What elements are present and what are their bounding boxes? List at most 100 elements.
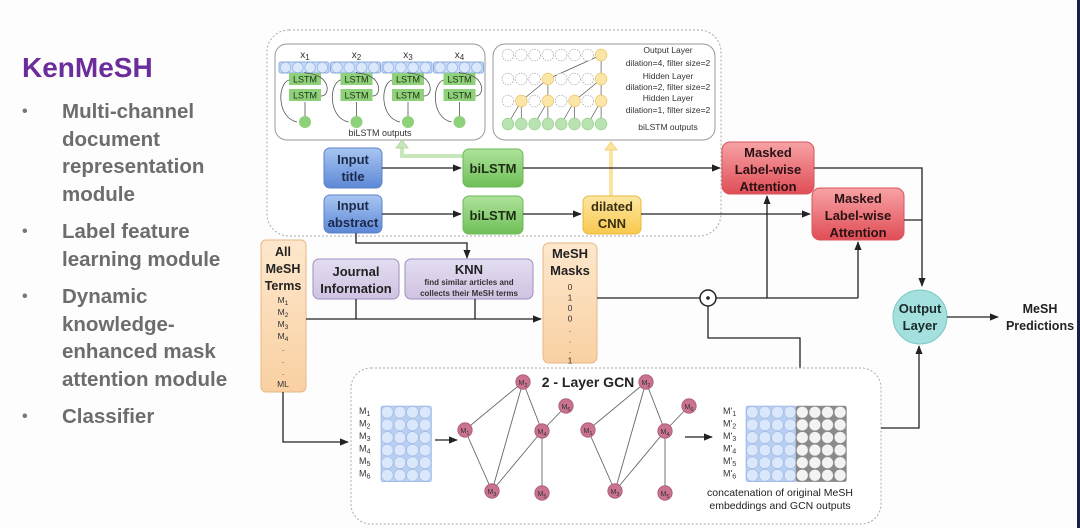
lstm-backward-link — [304, 72, 328, 97]
bilstm-label: biLSTM — [470, 208, 517, 223]
lstm-label: LSTM — [447, 91, 471, 101]
window-edge — [1077, 0, 1080, 528]
cnn-node — [541, 72, 555, 86]
knn-desc: collects their MeSH terms — [420, 289, 518, 298]
bilstm-output-node — [299, 116, 311, 128]
cnn-node — [501, 72, 515, 86]
graph-node — [534, 485, 550, 501]
gcn-caption: concatenation of original MeSH — [707, 487, 853, 499]
bilstm-label: biLSTM — [470, 161, 517, 176]
cnn-layer-params: dilation=4, filter size=2 — [626, 58, 711, 68]
mesh-term-item: M2 — [278, 307, 289, 319]
cnn-node — [594, 72, 608, 86]
vector-cell — [316, 61, 329, 74]
graph-edge — [614, 381, 647, 492]
grid-cell — [381, 443, 394, 457]
vector-cell — [343, 61, 355, 74]
mask-value: 1 — [568, 356, 573, 366]
lstm-cell — [289, 89, 321, 101]
grid-cell — [808, 406, 822, 419]
elementwise-product-op — [699, 289, 717, 307]
mesh-term-item: ML — [277, 379, 289, 389]
grid-cell — [783, 406, 797, 419]
graph-node-label: M1 — [461, 428, 470, 437]
cnn-node — [528, 48, 541, 62]
graph-edge — [614, 430, 666, 492]
bilstm-input-label: x4 — [455, 50, 465, 62]
graph-node — [558, 398, 574, 414]
lstm-cell — [392, 89, 424, 101]
lstm-cell — [392, 73, 424, 85]
input-title-label: title — [341, 169, 364, 184]
graph-edge — [491, 430, 543, 492]
grid-cell — [406, 406, 419, 419]
bullet-line: Label feature — [62, 220, 190, 243]
graph-node — [657, 485, 673, 501]
gcn-output-row-label: M'1 — [723, 406, 736, 418]
gcn-input-row-label: M1 — [359, 406, 371, 418]
grid-cell — [796, 418, 809, 432]
graph-edge — [522, 381, 543, 432]
lstm-label: LSTM — [293, 75, 317, 85]
cnn-node — [594, 48, 608, 62]
gcn-caption: embeddings and GCN outputs — [709, 500, 850, 512]
grid-cell — [771, 431, 784, 444]
graph-node-label: M5 — [538, 491, 547, 500]
grid-cell — [783, 456, 797, 469]
vector-cell — [407, 61, 419, 74]
bullet-line: attention module — [62, 367, 228, 391]
bullet-line: Classifier — [62, 405, 155, 428]
cnn-layer-params: dilation=2, filter size=2 — [626, 82, 711, 92]
gcn-input-row-label: M4 — [359, 444, 371, 456]
bilstm-abstract-box: biLSTM — [462, 195, 524, 235]
cnn-node — [541, 48, 555, 62]
bilstm-caption: biLSTM outputs — [348, 128, 412, 138]
arrow-gcn-to-output — [881, 345, 923, 429]
bullet-line: representation — [62, 155, 205, 178]
mesh-term-item: . — [282, 355, 284, 365]
vector-cell — [471, 61, 483, 74]
vector-cell — [434, 61, 446, 74]
knn-label: KNN — [455, 262, 483, 277]
gcn-output-row-label: M'6 — [723, 469, 736, 481]
grid-cell — [393, 456, 407, 469]
input-title-label: Input — [337, 152, 369, 167]
bullet-item: • Classifier — [22, 403, 262, 431]
cnn-node — [568, 117, 581, 131]
arrow-attention-1-to-output — [814, 167, 926, 287]
grid-cell — [833, 443, 847, 457]
output-layer-label: Output — [899, 301, 942, 316]
grid-cell — [796, 456, 809, 469]
attention-label: Attention — [829, 225, 886, 240]
grid-cell — [758, 431, 772, 444]
graph-edge — [491, 381, 524, 492]
grid-cell — [833, 469, 847, 482]
grid-cell — [808, 456, 822, 469]
lstm-label: LSTM — [344, 75, 368, 85]
grid-cell — [406, 443, 419, 457]
grid-cell — [418, 469, 432, 482]
grid-cell — [821, 469, 834, 482]
mask-value: . — [569, 324, 571, 334]
knn-desc: find similar articles and — [424, 278, 513, 287]
cnn-node — [515, 72, 528, 86]
all-mesh-label: All — [275, 245, 291, 259]
gcn-output-row-label: M'5 — [723, 456, 736, 468]
grid-cell — [418, 406, 432, 419]
grid-cell — [833, 418, 847, 432]
lstm-forward-link — [280, 79, 298, 123]
graph-node-label: M2 — [642, 380, 651, 389]
vector-cell — [356, 61, 368, 74]
grid-cell — [393, 418, 407, 432]
grid-cell — [381, 431, 394, 444]
vector-cell — [292, 61, 304, 74]
grid-cell — [418, 443, 432, 457]
grid-cell — [771, 406, 784, 419]
bullet-line: module — [62, 182, 135, 206]
lstm-cell — [443, 73, 476, 85]
lstm-label: LSTM — [396, 91, 420, 101]
bilstm-output-node — [350, 116, 363, 128]
gcn-input-embeddings — [380, 405, 432, 482]
